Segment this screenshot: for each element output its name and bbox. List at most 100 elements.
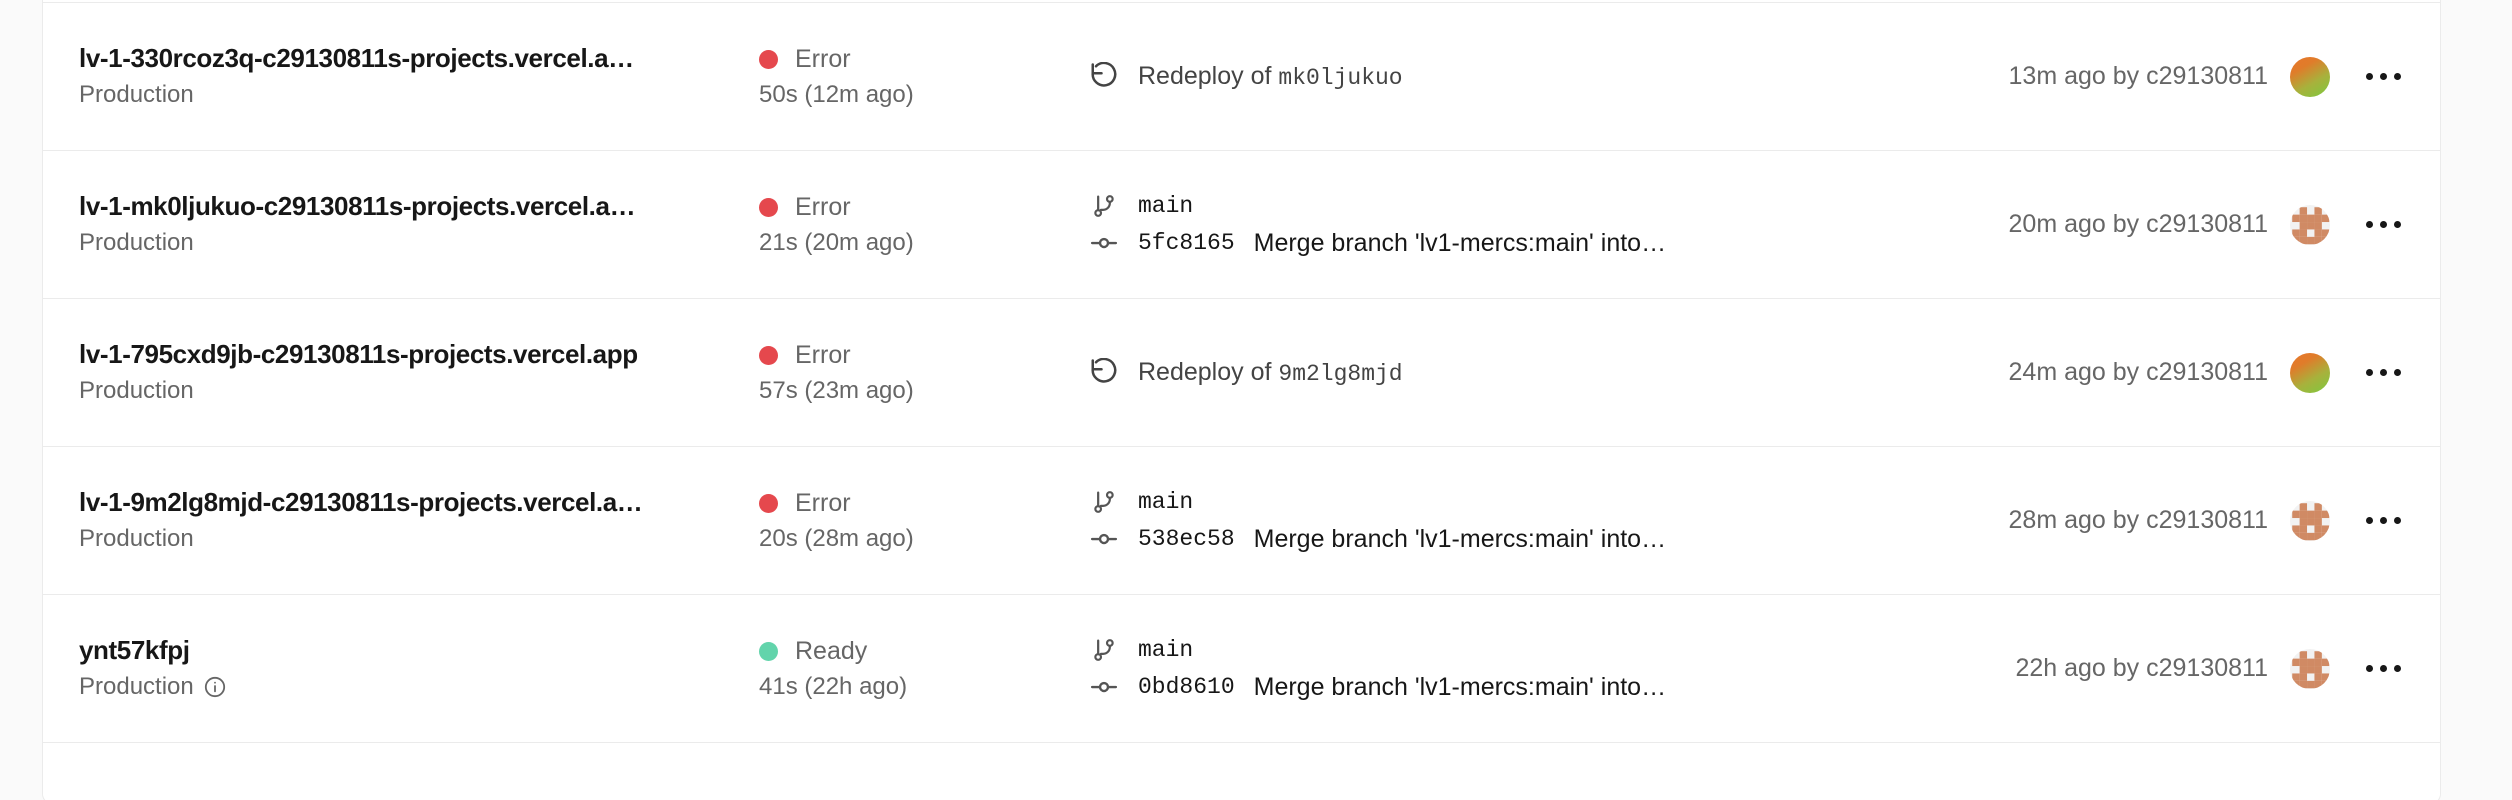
status-duration: 20s (28m ago) [759, 524, 914, 552]
deployment-row[interactable]: lv-1-795cxd9jb-c29130811s-projects.verce… [43, 299, 2440, 447]
git-branch-icon [1089, 191, 1119, 221]
deployment-meta-cell: 28m ago by c29130811 [2009, 492, 2440, 550]
avatar[interactable] [2290, 56, 2330, 97]
environment-label: Production [79, 229, 194, 257]
more-options-button[interactable] [2352, 48, 2414, 106]
more-options-button[interactable] [2352, 640, 2414, 698]
status-badge: Error [759, 45, 1089, 74]
more-horizontal-icon [2365, 369, 2401, 376]
branch-line[interactable]: main [1089, 635, 1975, 665]
status-dot-icon [759, 345, 778, 365]
commit-message: Merge branch 'lv1-mercs:main' into… [1253, 228, 1667, 257]
branch-line[interactable]: main [1089, 487, 1969, 517]
commit-message: Merge branch 'lv1-mercs:main' into… [1253, 672, 1667, 701]
deployments-list-card: lv-1-330rcoz3q-c29130811s-projects.verce… [42, 0, 2441, 800]
more-horizontal-icon [2365, 665, 2401, 672]
git-branch-icon [1089, 635, 1119, 665]
status-badge: Error [759, 193, 1089, 222]
commit-line[interactable]: 0bd8610 Merge branch 'lv1-mercs:main' int… [1089, 672, 1975, 702]
deployment-row[interactable]: lv-1-330rcoz3q-c29130811s-projects.verce… [43, 3, 2440, 151]
deployment-source-cell: Redeploy of mk0ljukuo [1089, 61, 2009, 92]
branch-name: main [1138, 637, 1194, 663]
commit-line[interactable]: 5fc8165 Merge branch 'lv1-mercs:main' int… [1089, 228, 1969, 258]
status-duration: 57s (23m ago) [759, 376, 914, 404]
more-options-button[interactable] [2352, 492, 2414, 550]
environment-label: Production [79, 81, 194, 109]
status-label: Error [795, 44, 851, 73]
redeploy-source[interactable]: Redeploy of mk0ljukuo [1089, 61, 1969, 92]
deployment-domain[interactable]: lv-1-mk0ljukuo-c29130811s-projects.verce… [79, 192, 636, 222]
deployment-timestamp: 13m ago by c29130811 [2008, 62, 2268, 90]
avatar[interactable] [2290, 352, 2330, 393]
more-options-button[interactable] [2352, 196, 2414, 254]
deployment-status-cell: Error 21s (20m ago) [759, 193, 1089, 256]
commit-sha: 5fc8165 [1138, 230, 1235, 256]
status-label: Ready [795, 636, 868, 665]
status-label: Error [795, 340, 851, 369]
deployment-status-cell: Error 57s (23m ago) [759, 341, 1089, 404]
info-icon[interactable] [203, 675, 227, 699]
avatar[interactable] [2290, 500, 2330, 541]
deployment-row[interactable]: lv-1-mk0ljukuo-c29130811s-projects.verce… [43, 151, 2440, 299]
commit-sha: 0bd8610 [1138, 674, 1235, 700]
commit-sha: 538ec58 [1138, 526, 1235, 552]
redeploy-source[interactable]: Redeploy of 9m2lg8mjd [1089, 357, 1969, 388]
deployment-domain[interactable]: ynt57kfpj [79, 636, 190, 666]
branch-line[interactable]: main [1089, 191, 1969, 221]
redeploy-label: Redeploy of mk0ljukuo [1138, 62, 1403, 91]
rotate-ccw-icon [1089, 61, 1119, 92]
redeploy-label: Redeploy of 9m2lg8mjd [1138, 358, 1403, 387]
status-dot-icon [759, 493, 778, 513]
deployment-meta-cell: 13m ago by c29130811 [2009, 48, 2440, 106]
deployment-timestamp: 24m ago by c29130811 [2008, 358, 2268, 386]
deployment-meta-cell: 22h ago by c29130811 [2015, 640, 2440, 698]
deployment-source-cell: main 0bd8610 Merge branch 'lv1-mercs:main'… [1089, 635, 2015, 702]
deployment-domain[interactable]: lv-1-9m2lg8mjd-c29130811s-projects.verce… [79, 488, 643, 518]
redeploy-target: 9m2lg8mjd [1278, 361, 1403, 387]
list-top-edge [43, 0, 2440, 3]
avatar[interactable] [2290, 204, 2330, 245]
redeploy-target: mk0ljukuo [1278, 65, 1403, 91]
deployment-timestamp: 20m ago by c29130811 [2008, 210, 2268, 238]
status-badge: Ready [759, 637, 1089, 666]
deployment-domain[interactable]: lv-1-795cxd9jb-c29130811s-projects.verce… [79, 340, 638, 370]
deployment-source-cell: Redeploy of 9m2lg8mjd [1089, 357, 2009, 388]
redeploy-prefix: Redeploy of [1138, 358, 1272, 386]
deployment-environment-row: Production [79, 673, 745, 701]
deployment-domain[interactable]: lv-1-330rcoz3q-c29130811s-projects.verce… [79, 44, 634, 74]
environment-label: Production [79, 525, 194, 553]
more-options-button[interactable] [2352, 344, 2414, 402]
branch-name: main [1138, 193, 1194, 219]
redeploy-prefix: Redeploy of [1138, 62, 1272, 90]
deployment-environment-row: Production [79, 525, 745, 553]
deployment-domain-cell: lv-1-795cxd9jb-c29130811s-projects.verce… [79, 340, 759, 404]
rotate-ccw-icon [1089, 357, 1119, 388]
deployment-meta-cell: 24m ago by c29130811 [2009, 344, 2440, 402]
branch-name: main [1138, 489, 1194, 515]
status-dot-icon [759, 197, 778, 217]
status-duration: 41s (22h ago) [759, 672, 908, 700]
deployment-timestamp: 22h ago by c29130811 [2015, 654, 2268, 682]
git-branch-icon [1089, 487, 1119, 517]
deployments-rows: lv-1-330rcoz3q-c29130811s-projects.verce… [43, 3, 2440, 743]
status-dot-icon [759, 641, 778, 661]
git-commit-icon [1089, 524, 1119, 554]
avatar[interactable] [2290, 648, 2330, 689]
status-duration: 21s (20m ago) [759, 228, 914, 256]
deployment-meta-cell: 20m ago by c29130811 [2009, 196, 2440, 254]
more-horizontal-icon [2365, 221, 2401, 228]
deployment-row[interactable]: lv-1-9m2lg8mjd-c29130811s-projects.verce… [43, 447, 2440, 595]
git-commit-icon [1089, 228, 1119, 258]
more-horizontal-icon [2365, 517, 2401, 524]
status-dot-icon [759, 49, 778, 69]
status-duration: 50s (12m ago) [759, 80, 914, 108]
deployment-status-cell: Error 20s (28m ago) [759, 489, 1089, 552]
deployment-source-cell: main 5fc8165 Merge branch 'lv1-mercs:main'… [1089, 191, 2009, 258]
status-label: Error [795, 488, 851, 517]
deployment-domain-cell: lv-1-9m2lg8mjd-c29130811s-projects.verce… [79, 488, 759, 552]
